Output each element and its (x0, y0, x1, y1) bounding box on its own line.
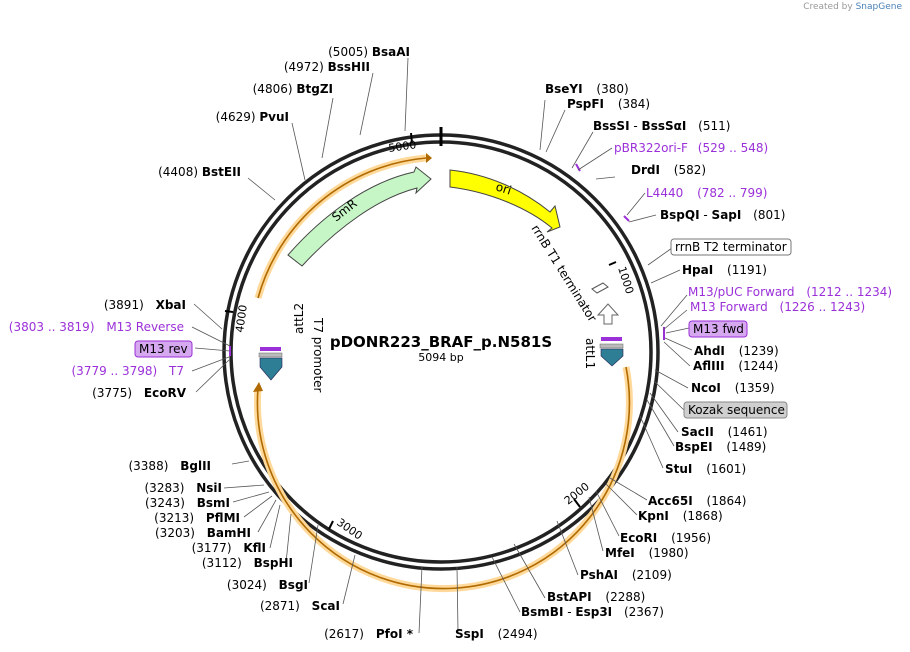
m13-rev-box (134, 340, 193, 358)
label-bsphi[interactable]: (3112) BspHI (202, 556, 293, 570)
kozak-box (683, 401, 788, 419)
ori-label: ori (494, 180, 513, 198)
rrnb-t1-marker (591, 282, 609, 294)
label-bstapi[interactable]: BstAPI (2288) (547, 590, 645, 604)
label-bsaai[interactable]: (5005) BsaAI (328, 45, 410, 59)
label-pshai[interactable]: PshAI (2109) (580, 568, 672, 582)
label-bsteii[interactable]: (4408) BstEII (158, 165, 241, 179)
ruler-tick-1000 (608, 261, 617, 266)
label-bglii[interactable]: (3388) BglII (128, 459, 211, 473)
rrnb-t1-label: rrnB T1 terminator (528, 222, 599, 324)
plasmid-name: pDONR223_BRAF_p.N581S (330, 333, 552, 351)
label-acc65i[interactable]: Acc65I (1864) (648, 494, 746, 508)
snapgene-credit: Created by SnapGene (803, 2, 902, 12)
label-mfei[interactable]: MfeI (1980) (605, 546, 689, 560)
label-ncoi[interactable]: NcoI (1359) (691, 381, 775, 395)
attl1-label: attL1 (583, 338, 597, 369)
label-drdi[interactable]: DrdI (582) (631, 163, 706, 177)
attl2-primer-bar (260, 347, 281, 351)
label-sspi[interactable]: SspI (2494) (455, 627, 538, 641)
orange-arc-top-line (257, 157, 427, 299)
label-scai[interactable]: (2871) ScaI (260, 599, 340, 613)
rrnb-t2-box (670, 238, 792, 256)
label-bspei[interactable]: BspEI (1489) (675, 440, 766, 454)
label-nsii[interactable]: (3283) NsiI (145, 481, 223, 495)
label-afliii[interactable]: AflIII (1244) (693, 359, 778, 373)
orange-arc-top-head (426, 153, 432, 163)
label-bsmi[interactable]: (3243) BsmI (145, 496, 230, 510)
label-m13-forward[interactable]: M13 Forward (1226 .. 1243) (690, 300, 865, 314)
ruler-label-3000: 3000 (334, 516, 364, 543)
label-bseyi[interactable]: BseYI (380) (545, 82, 629, 96)
primer-tick-l4440 (623, 215, 630, 222)
ori-feature[interactable] (449, 169, 561, 233)
label-sacii[interactable]: SacII (1461) (681, 425, 768, 439)
label-ahdi[interactable]: AhdI (1239) (694, 344, 779, 358)
label-l4440[interactable]: L4440 (782 .. 799) (646, 186, 768, 200)
label-kpni[interactable]: KpnI (1868) (638, 509, 723, 523)
label-pvui[interactable]: (4629) PvuI (216, 110, 289, 124)
label-kfli[interactable]: (3177) KflI (192, 541, 266, 555)
ruler-tick-2000 (573, 498, 581, 508)
ruler-tick-4000 (224, 310, 234, 313)
label-m13-puc-forward[interactable]: M13/pUC Forward (1212 .. 1234) (688, 285, 892, 299)
label-hpai[interactable]: HpaI (1191) (682, 263, 767, 277)
attl2-label: attL2 (292, 303, 306, 334)
primer-tick-pbr322 (575, 163, 581, 172)
t7-promoter-label: T7 promoter (311, 317, 325, 393)
label-ecorv[interactable]: (3775) EcoRV (92, 386, 187, 400)
label-pspfi[interactable]: PspFI (384) (567, 97, 650, 111)
label-bsmbi[interactable]: BsmBI - Esp3I (2367) (521, 605, 664, 619)
rrnb-t1-arrow (596, 303, 620, 325)
attl2-feature[interactable] (259, 357, 283, 381)
attl2-stripe (258, 352, 283, 358)
label-m13-fwd[interactable]: M13 fwd (693, 322, 744, 336)
ruler-tick-3000 (328, 520, 334, 530)
ruler-label-5000: 5000 (388, 138, 418, 155)
orange-arc-bottom-head (253, 382, 263, 392)
label-pfoi[interactable]: (2617) PfoI * (324, 627, 414, 641)
label-bsssi[interactable]: BssSI - BssSαI (511) (593, 119, 730, 133)
orange-arc-bottom-line (256, 366, 631, 590)
attl1-primer-bar (601, 337, 622, 341)
label-stui[interactable]: StuI (1601) (665, 462, 746, 476)
plasmid-length: 5094 bp (418, 351, 463, 364)
label-btgzi[interactable]: (4806) BtgZI (253, 82, 333, 96)
label-xbai[interactable]: (3891) XbaI (104, 298, 186, 312)
label-ecori[interactable]: EcoRI (1956) (620, 531, 711, 545)
label-t7-primer[interactable]: (3779 .. 3798) T7 (72, 364, 185, 378)
smr-feature[interactable] (287, 166, 432, 267)
label-kozak[interactable]: Kozak sequence (688, 403, 785, 417)
label-bamhi[interactable]: (3203) BamHI (155, 526, 251, 540)
label-bspqi[interactable]: BspQI - SapI (801) (660, 208, 785, 222)
label-bsgi[interactable]: (3024) BsgI (227, 578, 308, 592)
ruler-label-4000: 4000 (233, 304, 250, 334)
label-m13-reverse[interactable]: (3803 .. 3819) M13 Reverse (9, 320, 184, 334)
label-rrnb-t2[interactable]: rrnB T2 terminator (675, 240, 787, 254)
attl1-stripe (599, 343, 624, 349)
attl1-feature[interactable] (600, 348, 624, 367)
ruler-tick-5000 (410, 132, 413, 144)
m13-fwd-box (688, 320, 748, 338)
leader-lines (191, 57, 693, 634)
label-pflmi[interactable]: (3213) PflMI (154, 511, 240, 525)
label-m13-rev[interactable]: M13 rev (139, 342, 188, 356)
label-pbr322ori-f[interactable]: pBR322ori-F (529 .. 548) (614, 141, 768, 155)
label-bsshii[interactable]: (4972) BssHII (284, 60, 370, 74)
